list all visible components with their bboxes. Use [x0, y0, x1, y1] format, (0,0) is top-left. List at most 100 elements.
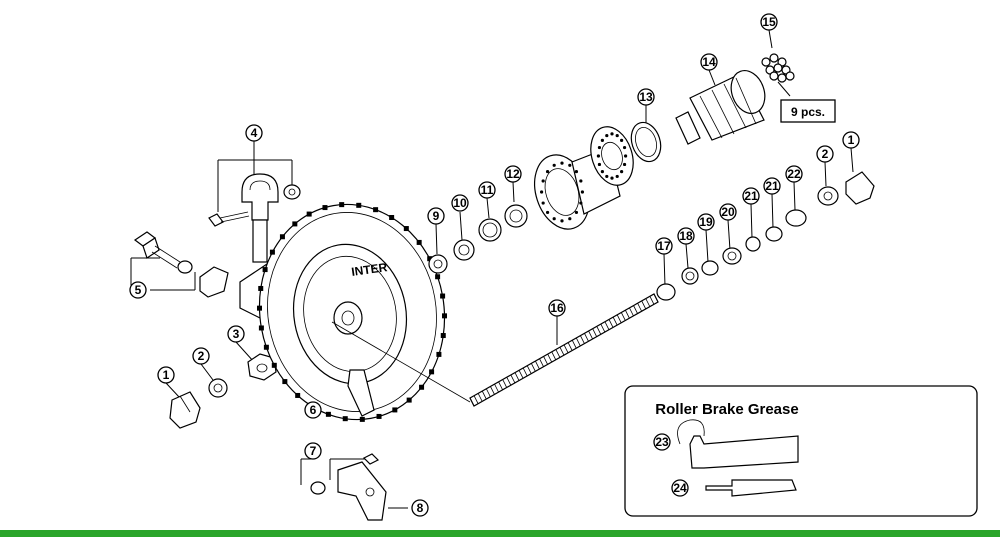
thread-line: [522, 367, 528, 377]
callout-number: 12: [506, 167, 520, 181]
callout-number: 22: [787, 167, 801, 181]
thread-line: [649, 296, 655, 305]
callout-number: 13: [639, 90, 653, 104]
spoke-hole: [622, 162, 627, 167]
spoke-hole: [560, 219, 564, 223]
callout-7: 7: [304, 442, 322, 460]
spoke-hole: [624, 154, 628, 158]
thread-line: [641, 300, 647, 310]
callout-3: 3: [227, 325, 245, 343]
spoke-hole: [600, 138, 604, 142]
quantity-label: 9 pcs.: [780, 99, 836, 123]
fin-tooth: [429, 369, 435, 375]
spoke-hole: [552, 163, 556, 167]
spoke-hole: [574, 169, 579, 174]
spoke-hole: [568, 217, 572, 221]
callout-circle: [157, 366, 175, 384]
spoke-hole: [579, 179, 583, 183]
callout-circle: [304, 442, 322, 460]
callout-number: 6: [310, 403, 317, 417]
callout-number: 8: [417, 501, 424, 515]
callout-circle: [842, 131, 860, 149]
thread-line: [502, 379, 508, 388]
callout-circle: [192, 347, 210, 365]
fin-tooth: [403, 226, 409, 232]
callout-number: 4: [251, 126, 258, 140]
callout-number: 11: [481, 183, 494, 197]
callout-1: 1: [157, 366, 175, 384]
spoke-hole: [610, 132, 614, 136]
thread-line: [563, 344, 569, 354]
thread-line: [571, 340, 577, 349]
fin-tooth: [339, 202, 345, 208]
axle-16: [331, 293, 659, 407]
callout-circle: [700, 53, 718, 71]
spoke-hole: [568, 163, 572, 167]
fin-tooth: [392, 407, 398, 413]
hub-brand-text: INTER: [350, 260, 388, 279]
thread-line: [514, 372, 520, 381]
spoke-hole: [605, 174, 609, 179]
fin-tooth: [376, 413, 382, 419]
fin-tooth: [263, 344, 269, 350]
fin-tooth: [295, 392, 301, 398]
thread-line: [596, 326, 602, 335]
callout-circle: [816, 145, 834, 163]
callout-circle: [655, 237, 673, 255]
fin-tooth: [442, 313, 448, 319]
spoke-hole: [540, 190, 544, 194]
callout-number: 2: [198, 349, 205, 363]
thread-line: [600, 323, 606, 333]
spoke-hole: [605, 133, 609, 138]
spoke-hole: [620, 138, 624, 142]
callout-14: 14: [700, 53, 718, 71]
callout-number: 5: [135, 283, 142, 297]
thread-line: [473, 395, 479, 404]
callout-circle: [785, 165, 803, 183]
callout-18: 18: [677, 227, 695, 245]
callout-circle: [227, 325, 245, 343]
thread-line: [567, 342, 573, 351]
fin-tooth: [282, 379, 288, 385]
spoke-hole: [620, 170, 624, 174]
callout-number: 21: [765, 179, 779, 193]
left-axle-parts: [428, 204, 528, 274]
fin-tooth: [419, 384, 425, 390]
thread-line: [580, 335, 585, 344]
fin-tooth: [279, 234, 285, 240]
thread-line: [588, 330, 593, 340]
fin-tooth: [271, 362, 277, 368]
spoke-hole: [580, 190, 585, 194]
fin-tooth: [427, 256, 433, 262]
grease-box-title: Roller Brake Grease: [655, 401, 798, 418]
thread-line: [584, 333, 589, 342]
thread-line: [645, 298, 651, 307]
fin-tooth: [258, 285, 264, 291]
callout-13: 13: [637, 88, 655, 106]
fin-tooth: [359, 416, 365, 422]
callout-circle: [671, 479, 689, 497]
callout-17: 17: [655, 237, 673, 255]
fin-tooth: [389, 214, 395, 220]
fin-tooth: [416, 239, 422, 245]
callout-number: 23: [655, 435, 669, 449]
callout-bubbles: 1234567891011121314151617181920212122212…: [129, 13, 860, 517]
spoke-hole: [610, 176, 614, 180]
thread-line: [543, 356, 548, 365]
thread-line: [494, 383, 499, 393]
thread-line: [490, 386, 495, 395]
thread-line: [620, 312, 626, 321]
callout-number: 24: [673, 481, 687, 495]
callout-number: 7: [310, 444, 317, 458]
callout-circle: [129, 281, 147, 299]
callout-circle: [245, 124, 263, 142]
callout-15: 15: [760, 13, 778, 31]
axle-threads: [469, 293, 659, 407]
callout-5: 5: [129, 281, 147, 299]
callout-number: 20: [721, 205, 735, 219]
callout-23: 23: [653, 433, 671, 451]
fin-tooth: [258, 325, 264, 331]
callout-21: 21: [742, 187, 760, 205]
callout-11: 11: [478, 181, 496, 199]
